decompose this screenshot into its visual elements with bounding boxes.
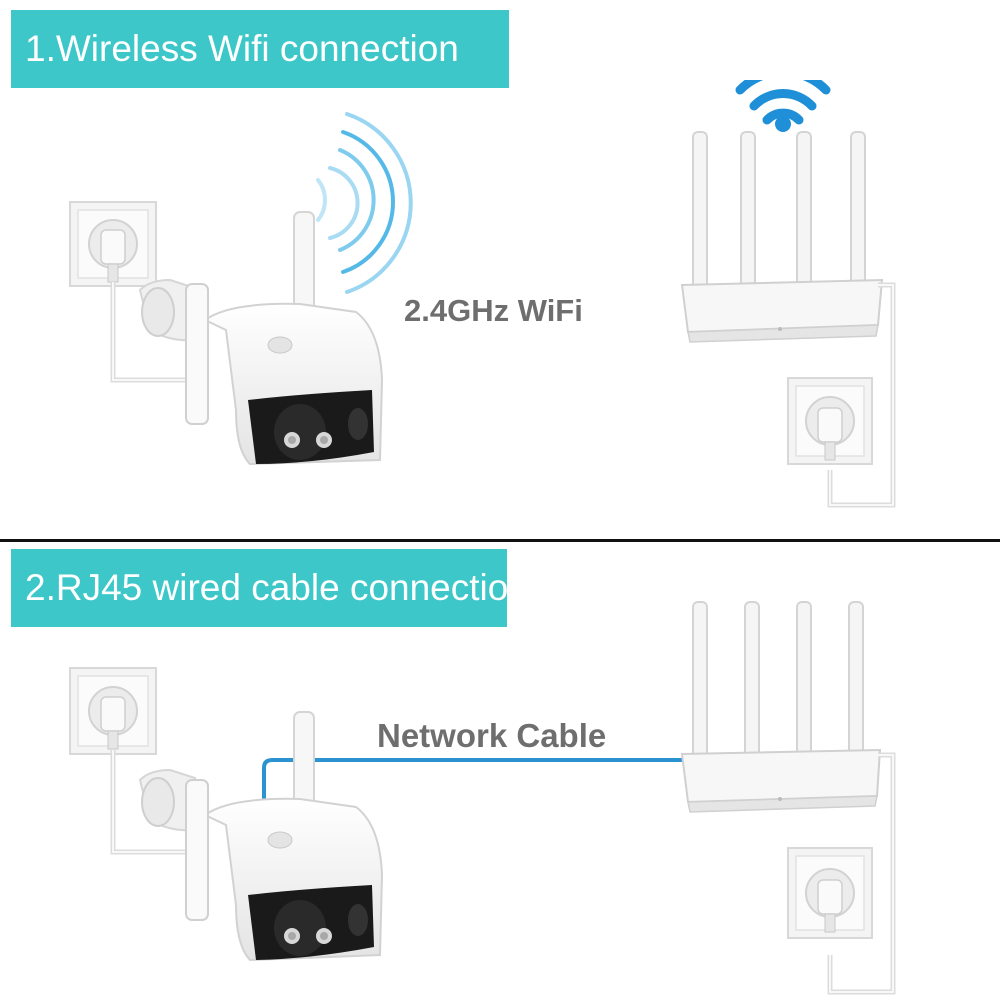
wifi-icon (735, 80, 831, 132)
network-cable-icon (262, 758, 690, 802)
section-title-wired: 2.RJ45 wired cable connection (11, 549, 529, 627)
section-divider (0, 539, 1000, 542)
wifi-band-label: 2.4GHz WiFi (404, 293, 583, 328)
ip-camera-icon (138, 211, 384, 466)
ip-camera-icon (138, 711, 384, 962)
network-cable-label: Network Cable (377, 717, 607, 754)
wifi-waves-icon (316, 112, 413, 294)
wired-connection-illustration (0, 540, 1000, 1000)
wall-socket-icon (69, 201, 157, 287)
wall-socket-icon (787, 377, 873, 465)
wall-socket-icon (69, 667, 157, 755)
wall-socket-icon (787, 847, 873, 939)
router-icon (680, 131, 884, 343)
router-icon (680, 601, 882, 813)
wifi-connection-illustration (0, 80, 1000, 540)
section-title-wifi: 1.Wireless Wifi connection (11, 10, 509, 88)
